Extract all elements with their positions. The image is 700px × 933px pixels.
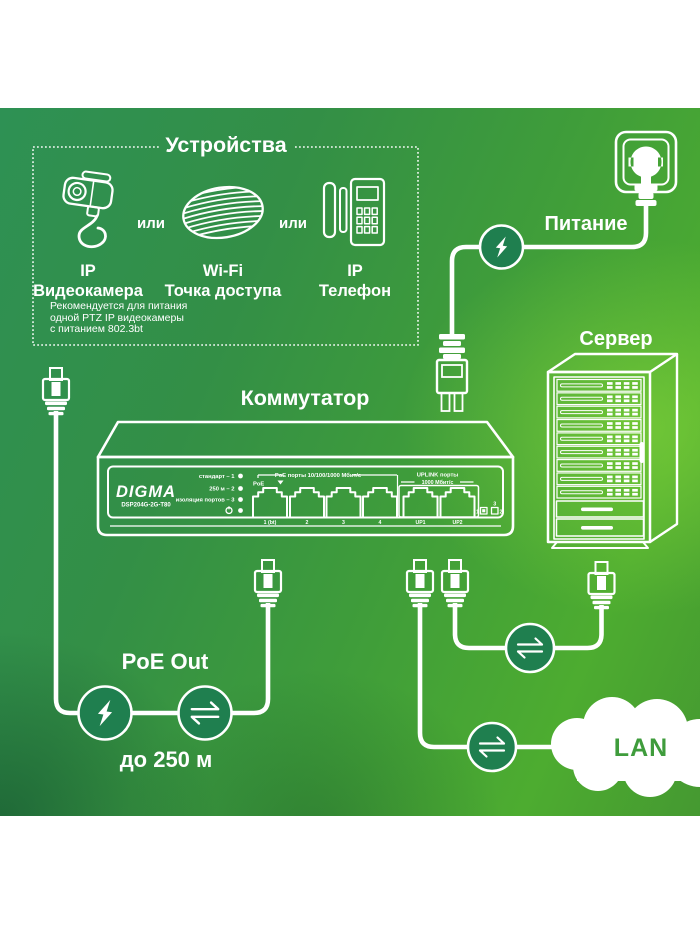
uplink-label-2: UP2: [452, 520, 462, 526]
drawer-handle: [581, 507, 613, 512]
phone-label-line2: Телефон: [318, 281, 392, 300]
drawer-handle: [581, 526, 613, 530]
led-dot: [238, 497, 243, 502]
led-dot: [238, 473, 243, 479]
poe-out-label: PoE Out: [121, 649, 209, 674]
devices-note-line3: с питанием 802.3bt: [50, 323, 143, 336]
switch-title: Коммутатор: [240, 386, 370, 410]
wifi-label-line2: Точка доступа: [164, 281, 282, 300]
transfer-icon: [504, 622, 556, 674]
rack-handle: [639, 442, 645, 463]
lan-cloud: [551, 697, 700, 797]
led-dot: [238, 508, 243, 513]
dip-switch-icon: [490, 506, 499, 515]
poe-marker-icon: [277, 480, 284, 485]
power-cable: [449, 206, 649, 334]
dip-label-3: 3: [493, 502, 496, 508]
server-rack-icon: [546, 352, 679, 549]
camera-label-line1: IP: [80, 262, 96, 280]
port-label-3: 3: [342, 520, 345, 526]
led-dot: [238, 486, 243, 491]
ip-phone-icon: [322, 177, 386, 247]
poe-cable: [53, 411, 271, 716]
led-label-3: изоляция портов – 3: [176, 498, 236, 504]
or-label: или: [137, 215, 165, 232]
wifi-ap-icon: [179, 185, 267, 240]
transfer-icon: [177, 685, 233, 741]
power-connector-icon: [435, 334, 469, 412]
dip-label-2: 2: [500, 510, 503, 516]
rj45-connector-icon: [253, 558, 283, 609]
port-label-2: 2: [306, 520, 309, 526]
lightning-icon: [77, 685, 133, 741]
uplink-speed: 1000 Мбит/с: [422, 479, 454, 486]
lan-cable: [417, 603, 590, 750]
rj45-connector-icon: [41, 366, 71, 417]
rj45-connector-icon: [405, 558, 435, 609]
devices-box-border: [32, 146, 419, 346]
devices-note-line1: Рекомендуется для питания: [50, 300, 188, 312]
poe-distance-label: до 250 м: [119, 747, 213, 772]
dip-switch-icon: [479, 506, 488, 515]
lightning-icon: [478, 224, 525, 270]
transfer-icon: [466, 721, 518, 773]
devices-note-line2: одной PTZ IP видеокамеры: [50, 311, 184, 324]
devices-box-title: Устройства: [165, 133, 287, 157]
lan-label: LAN: [613, 734, 669, 762]
rj45-port: [252, 487, 476, 517]
or-label: или: [279, 215, 307, 232]
uplink-header: UPLINK порты: [417, 473, 459, 479]
rj45-connector-icon: [440, 558, 470, 609]
ip-camera-icon: [62, 170, 114, 249]
background-panel: DIGMA DSP204G-2G-T80 стандарт – 1 250 м …: [0, 108, 700, 816]
devices-note: Рекомендуется для питания одной PTZ IP в…: [50, 300, 188, 336]
switch-brand: DIGMA: [116, 483, 176, 501]
led-label-2: 250 м – 2: [209, 487, 234, 493]
port-label-1: 1 (bt): [264, 520, 277, 526]
diagram-art: DIGMA DSP204G-2G-T80 стандарт – 1 250 м …: [32, 130, 700, 797]
rj45-connector-icon: [587, 560, 616, 611]
camera-label-line2: Видеокамера: [33, 281, 143, 300]
power-socket-icon: [614, 130, 678, 206]
dip-label-1: 1: [476, 510, 479, 516]
poe-label: PoE: [253, 482, 264, 488]
phone-label-line1: IP: [347, 262, 363, 280]
switch-model: DSP204G-2G-T80: [121, 503, 171, 509]
poe-header: PoE порты 10/100/1000 Мбит/с: [275, 472, 362, 479]
switch-device: DIGMA DSP204G-2G-T80 стандарт – 1 250 м …: [96, 420, 515, 537]
power-label: Питание: [544, 213, 628, 235]
wifi-label: Wi-Fi Точка доступа: [163, 262, 283, 301]
phone-label: IP Телефон: [295, 262, 415, 301]
camera-label: IP Видеокамера: [28, 262, 148, 301]
port-label-4: 4: [379, 520, 382, 526]
server-title: Сервер: [579, 328, 653, 350]
wifi-label-line1: Wi-Fi: [202, 262, 244, 280]
led-label-1: стандарт – 1: [199, 474, 235, 480]
uplink-label-1: UP1: [415, 520, 425, 526]
